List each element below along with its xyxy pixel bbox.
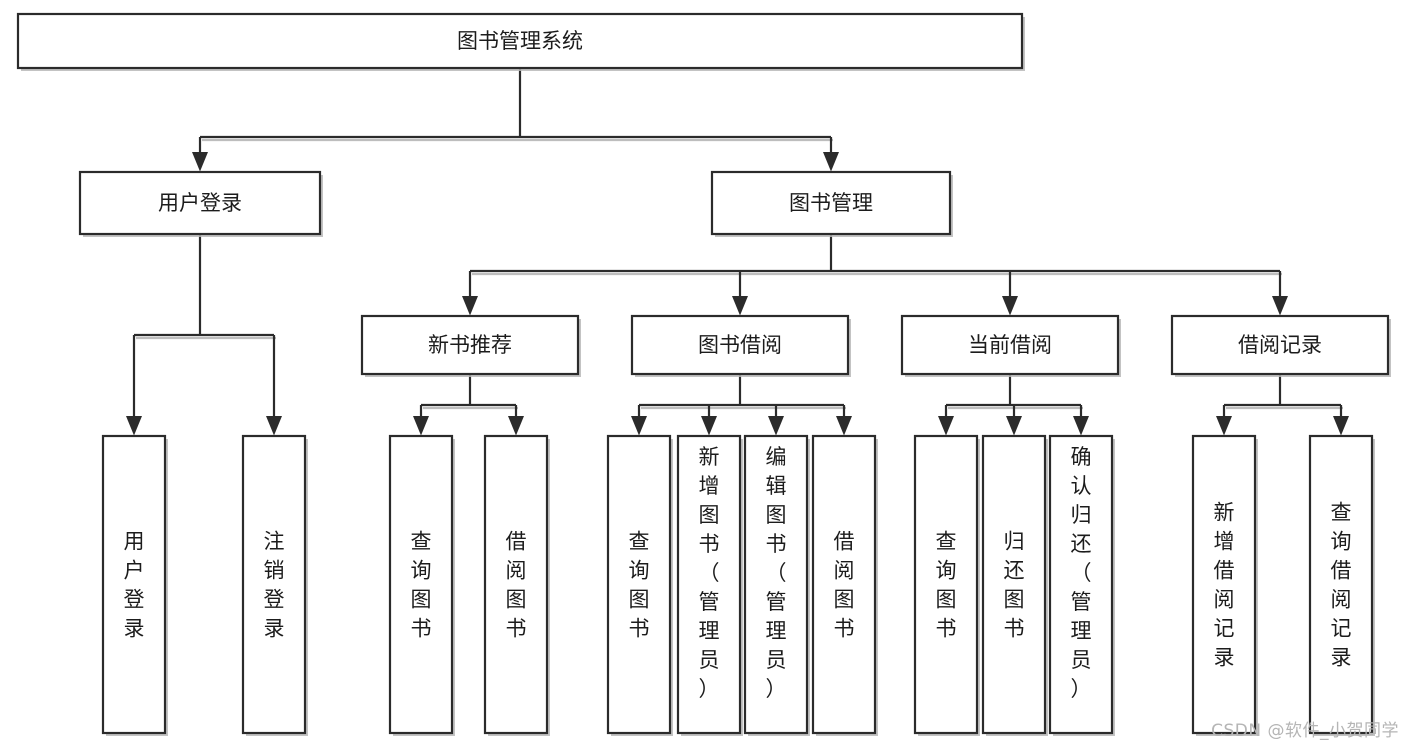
node-l_confirm_return[interactable]: 确认归还（管理员） bbox=[1048, 434, 1115, 736]
node-box[interactable] bbox=[1191, 434, 1257, 735]
node-box[interactable] bbox=[16, 12, 1024, 70]
node-box[interactable] bbox=[743, 434, 809, 735]
connector-arrow-l_logout bbox=[266, 335, 282, 436]
connector-arrow-n_book_mgmt bbox=[823, 137, 839, 172]
node-n_book_borrow[interactable]: 图书借阅 bbox=[630, 314, 851, 377]
node-l_add_book[interactable]: 新增图书（管理员） bbox=[676, 434, 743, 736]
node-label: 注销登录 bbox=[264, 530, 285, 641]
node-label: 用户登录 bbox=[158, 191, 242, 215]
node-label: 新增图书（管理员） bbox=[699, 445, 720, 701]
node-box[interactable] bbox=[360, 314, 580, 376]
connector-arrow-l_query_record bbox=[1333, 405, 1349, 436]
connector-arrow-l_add_record bbox=[1216, 405, 1232, 436]
node-box[interactable] bbox=[101, 434, 167, 735]
node-l_borrow_book_2[interactable]: 借阅图书 bbox=[811, 434, 878, 736]
connector-arrow-n_new_book_rec bbox=[462, 271, 478, 316]
node-box[interactable] bbox=[388, 434, 454, 735]
node-n_new_book_rec[interactable]: 新书推荐 bbox=[360, 314, 581, 377]
node-box[interactable] bbox=[981, 434, 1047, 735]
connector-root-bus bbox=[200, 68, 833, 142]
node-label: 用户登录 bbox=[124, 530, 145, 641]
node-l_borrow_book_1[interactable]: 借阅图书 bbox=[483, 434, 550, 736]
connector-arrow-l_query_book_3 bbox=[938, 405, 954, 436]
node-n_book_mgmt[interactable]: 图书管理 bbox=[710, 170, 953, 237]
node-root[interactable]: 图书管理系统 bbox=[16, 12, 1025, 71]
node-label: 查询图书 bbox=[936, 530, 957, 641]
node-l_query_record[interactable]: 查询借阅记录 bbox=[1308, 434, 1375, 736]
connector-arrow-n_user_login bbox=[192, 137, 208, 172]
node-box[interactable] bbox=[606, 434, 672, 735]
connector-arrow-l_add_book bbox=[701, 405, 717, 436]
node-label: 图书管理系统 bbox=[457, 29, 583, 53]
node-box[interactable] bbox=[913, 434, 979, 735]
node-l_query_book_3[interactable]: 查询图书 bbox=[913, 434, 980, 736]
node-label: 归还图书 bbox=[1004, 530, 1025, 641]
node-label: 图书借阅 bbox=[698, 333, 782, 357]
csdn-watermark: CSDN @软件_小贺同学 bbox=[1211, 721, 1399, 741]
node-l_query_book_1[interactable]: 查询图书 bbox=[388, 434, 455, 736]
connector-arrow-l_edit_book bbox=[768, 405, 784, 436]
node-label: 图书管理 bbox=[789, 191, 873, 215]
node-label: 当前借阅 bbox=[968, 333, 1052, 357]
connector-user-login-bus bbox=[134, 234, 276, 340]
connector-arrow-l_query_book_2 bbox=[631, 405, 647, 436]
connector-arrow-l_user_login bbox=[126, 335, 142, 436]
node-label: 查询借阅记录 bbox=[1331, 501, 1352, 670]
node-l_edit_book[interactable]: 编辑图书（管理员） bbox=[743, 434, 810, 736]
node-box[interactable] bbox=[241, 434, 307, 735]
connector-arrow-l_borrow_book_1 bbox=[508, 405, 524, 436]
connector-current-borrow-bus bbox=[946, 374, 1083, 410]
node-l_return_book[interactable]: 归还图书 bbox=[981, 434, 1048, 736]
connector-arrow-n_current_borrow bbox=[1002, 271, 1018, 316]
node-layer: 图书管理系统用户登录图书管理新书推荐图书借阅当前借阅借阅记录用户登录注销登录查询… bbox=[16, 12, 1391, 736]
connector-layer bbox=[126, 68, 1349, 436]
connector-book-mgmt-bus bbox=[470, 234, 1282, 276]
node-n_borrow_record[interactable]: 借阅记录 bbox=[1170, 314, 1391, 377]
node-label: 借阅记录 bbox=[1238, 333, 1322, 357]
node-box[interactable] bbox=[710, 170, 952, 236]
node-box[interactable] bbox=[1308, 434, 1374, 735]
node-label: 查询图书 bbox=[411, 530, 432, 641]
node-box[interactable] bbox=[900, 314, 1120, 376]
node-label: 编辑图书（管理员） bbox=[766, 445, 787, 701]
connector-arrow-l_query_book_1 bbox=[413, 405, 429, 436]
node-label: 新书推荐 bbox=[428, 333, 512, 357]
node-box[interactable] bbox=[483, 434, 549, 735]
node-label: 查询图书 bbox=[629, 530, 650, 641]
connector-new-book-bus bbox=[421, 374, 518, 410]
node-box[interactable] bbox=[676, 434, 742, 735]
node-l_query_book_2[interactable]: 查询图书 bbox=[606, 434, 673, 736]
connector-arrow-l_borrow_book_2 bbox=[836, 405, 852, 436]
node-label: 借阅图书 bbox=[834, 530, 855, 641]
connector-arrow-l_confirm_return bbox=[1073, 405, 1089, 436]
node-box[interactable] bbox=[1170, 314, 1390, 376]
connector-arrow-l_return_book bbox=[1006, 405, 1022, 436]
connector-arrow-n_borrow_record bbox=[1272, 271, 1288, 316]
connector-book-borrow-bus bbox=[639, 374, 846, 410]
node-label: 借阅图书 bbox=[506, 530, 527, 641]
node-box[interactable] bbox=[78, 170, 322, 236]
connector-borrow-record-bus bbox=[1224, 374, 1343, 410]
node-box[interactable] bbox=[630, 314, 850, 376]
node-box[interactable] bbox=[1048, 434, 1114, 735]
node-box[interactable] bbox=[811, 434, 877, 735]
node-l_user_login[interactable]: 用户登录 bbox=[101, 434, 168, 736]
node-label: 新增借阅记录 bbox=[1214, 501, 1235, 670]
node-n_user_login[interactable]: 用户登录 bbox=[78, 170, 323, 237]
node-l_add_record[interactable]: 新增借阅记录 bbox=[1191, 434, 1258, 736]
node-n_current_borrow[interactable]: 当前借阅 bbox=[900, 314, 1121, 377]
node-l_logout[interactable]: 注销登录 bbox=[241, 434, 308, 736]
connector-arrow-n_book_borrow bbox=[732, 271, 748, 316]
node-label: 确认归还（管理员） bbox=[1071, 445, 1092, 701]
